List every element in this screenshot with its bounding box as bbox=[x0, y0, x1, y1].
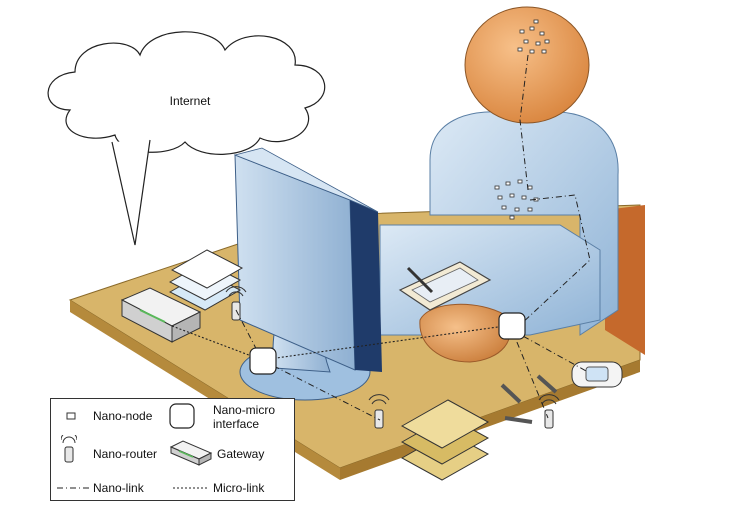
monitor bbox=[233, 147, 382, 401]
legend: Nano-node Nano-micro interface Nano-rout… bbox=[50, 398, 295, 501]
nano-router-icon bbox=[61, 435, 77, 463]
legend-gateway: Gateway bbox=[217, 447, 265, 461]
nano-nodes-head bbox=[517, 19, 550, 54]
micro-links bbox=[171, 324, 513, 361]
legend-nano-micro-interface: Nano-micro interface bbox=[213, 403, 276, 431]
nano-micro-interface-icon bbox=[169, 403, 195, 429]
legend-nano-link: Nano-link bbox=[93, 481, 144, 495]
nano-link-icon bbox=[57, 487, 91, 489]
documents-stack bbox=[168, 249, 244, 311]
gateway-icon bbox=[169, 440, 213, 466]
internet-label: Internet bbox=[169, 94, 211, 108]
internet-cloud bbox=[47, 31, 326, 246]
pens bbox=[500, 374, 558, 424]
micro-link-icon bbox=[173, 487, 207, 489]
nano-micro-interface-monitor bbox=[249, 347, 277, 375]
gateway-device bbox=[120, 287, 202, 343]
legend-nano-router: Nano-router bbox=[93, 447, 158, 461]
legend-nano-node: Nano-node bbox=[93, 409, 153, 423]
handheld-device bbox=[571, 361, 623, 388]
legend-micro-link: Micro-link bbox=[213, 481, 265, 495]
nano-node-icon bbox=[66, 412, 76, 420]
nano-micro-interface-person bbox=[498, 312, 526, 340]
books-stack bbox=[400, 399, 490, 481]
tablet bbox=[398, 261, 492, 311]
nano-links bbox=[235, 54, 591, 421]
person bbox=[379, 6, 619, 363]
